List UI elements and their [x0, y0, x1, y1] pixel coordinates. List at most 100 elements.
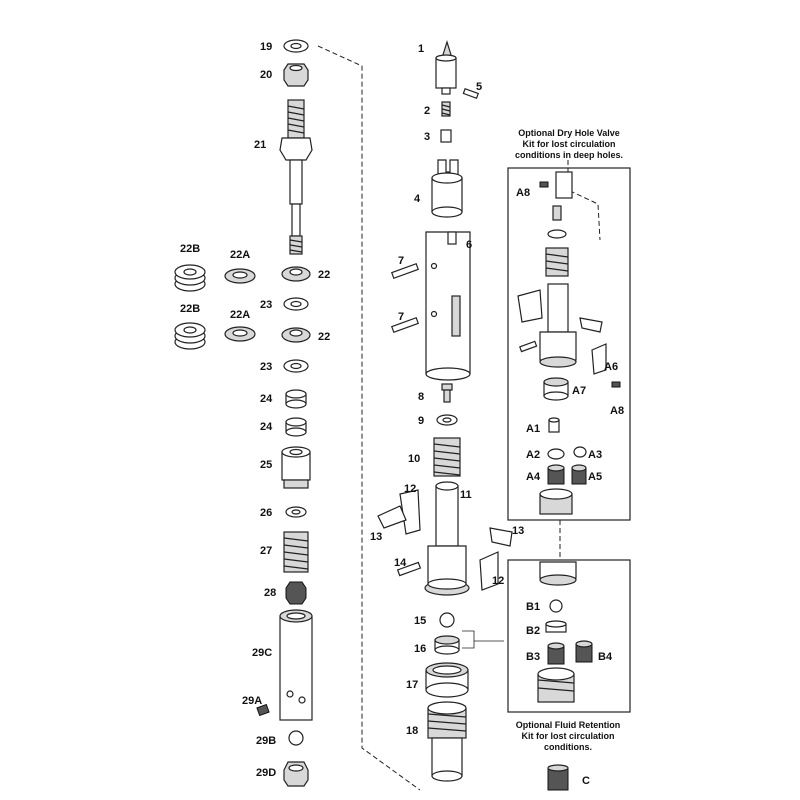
part-29d-nut [283, 761, 309, 787]
fluid-note-line-3: conditions. [544, 742, 592, 752]
part-a5-insert [571, 464, 587, 485]
part-29b-ball [288, 730, 304, 746]
part-3-collar [440, 129, 452, 143]
part-c-insert [547, 764, 569, 791]
label-22b-lower: 22B [180, 303, 200, 315]
part-b3-insert [547, 642, 565, 665]
label-9: 9 [418, 415, 424, 427]
left-column-parts [174, 39, 313, 787]
part-a3-seat [573, 446, 587, 458]
label-22a-upper: 22A [230, 249, 250, 261]
label-b2: B2 [526, 625, 540, 637]
kit-a-end-fitting [539, 488, 573, 515]
label-25: 25 [260, 459, 272, 471]
label-11: 11 [460, 489, 472, 501]
dry-hole-note-line-1: Optional Dry Hole Valve [518, 128, 620, 138]
part-15-ball [439, 612, 455, 628]
label-24-lower: 24 [260, 421, 273, 433]
part-29a-setscrew [256, 703, 270, 717]
label-29b: 29B [256, 735, 276, 747]
dry-hole-note-line-2: Kit for lost circulation [522, 139, 615, 149]
fluid-retention-kit-box [507, 559, 631, 713]
part-a8-screw-bottom [611, 381, 621, 388]
part-21-shaft [279, 99, 313, 255]
label-b3: B3 [526, 651, 540, 663]
fluid-note-line-2: Kit for lost circulation [521, 731, 614, 741]
part-14-pin [396, 561, 422, 577]
kit-a-screw [552, 205, 562, 221]
label-24-upper: 24 [260, 393, 273, 405]
label-28: 28 [264, 587, 276, 599]
part-a4-insert [547, 464, 565, 485]
kit-a-spring [545, 247, 569, 277]
part-a6-lever [591, 343, 607, 375]
part-16-seat [434, 635, 460, 655]
label-a8-bottom: A8 [610, 405, 624, 417]
label-10: 10 [408, 453, 420, 465]
part-7-pin-lower [390, 316, 420, 334]
part-22b-stack-upper [174, 264, 206, 292]
part-6-cage [425, 231, 471, 381]
dry-hole-note-line-3: conditions in deep holes. [515, 150, 623, 160]
part-b2-seat [545, 620, 567, 633]
label-13-left: 13 [370, 531, 382, 543]
part-18-end-fitting [427, 701, 467, 782]
label-a1: A1 [526, 423, 540, 435]
label-3: 3 [424, 131, 430, 143]
label-18: 18 [406, 725, 418, 737]
part-a7-sleeve [543, 377, 569, 401]
part-11-valve-body [424, 481, 470, 596]
kit-a-clip-right [579, 317, 603, 333]
label-19: 19 [260, 41, 272, 53]
part-29c-body [279, 609, 313, 721]
part-4-housing [431, 159, 463, 218]
part-7-pin-upper [390, 262, 420, 280]
part-27-spring [283, 531, 309, 573]
label-17: 17 [406, 679, 418, 691]
part-17-sleeve [425, 662, 469, 698]
label-23-lower: 23 [260, 361, 272, 373]
label-6: 6 [466, 239, 472, 251]
kit-b-valve-base [539, 561, 577, 586]
fluid-note-line-1: Optional Fluid Retention [516, 720, 621, 730]
label-a4: A4 [526, 471, 541, 483]
label-a6: A6 [604, 361, 618, 373]
kit-a-washer [547, 229, 567, 239]
center-column-parts [377, 39, 513, 782]
label-13-right: 13 [512, 525, 524, 537]
label-a3: A3 [588, 449, 602, 461]
label-4: 4 [414, 193, 421, 205]
fluid-retention-kit-parts [537, 561, 593, 703]
kit-a-top-housing [555, 171, 573, 199]
label-12-upper: 12 [404, 483, 416, 495]
label-a5: A5 [588, 471, 602, 483]
label-27: 27 [260, 545, 272, 557]
part-5-pin [462, 87, 480, 99]
label-7-upper: 7 [398, 255, 404, 267]
part-a2-seat [547, 448, 565, 460]
part-10-spring [433, 437, 461, 477]
part-13-clip-left [377, 505, 407, 529]
kit-b-end-fitting [537, 667, 575, 703]
label-29a: 29A [242, 695, 262, 707]
part-b4-insert [575, 640, 593, 663]
label-22a-lower: 22A [230, 309, 250, 321]
label-1: 1 [418, 43, 424, 55]
part-8-screw [441, 383, 453, 403]
dry-hole-kit-parts [517, 171, 621, 515]
part-a8-screw-top [539, 181, 549, 188]
part-13-clip-right [489, 527, 513, 547]
part-b1-ball [549, 599, 563, 613]
dry-hole-kit-box [507, 167, 631, 521]
part-24-spacer-upper [285, 389, 307, 409]
kit-a-pin [519, 340, 538, 353]
label-8: 8 [418, 391, 424, 403]
part-12-lever-right [479, 551, 499, 591]
label-b1: B1 [526, 601, 540, 613]
label-29c: 29C [252, 647, 272, 659]
label-15: 15 [414, 615, 426, 627]
kit-a-valve-body [539, 283, 577, 368]
part-22b-stack-lower [174, 322, 206, 350]
label-12-lower: 12 [492, 575, 504, 587]
